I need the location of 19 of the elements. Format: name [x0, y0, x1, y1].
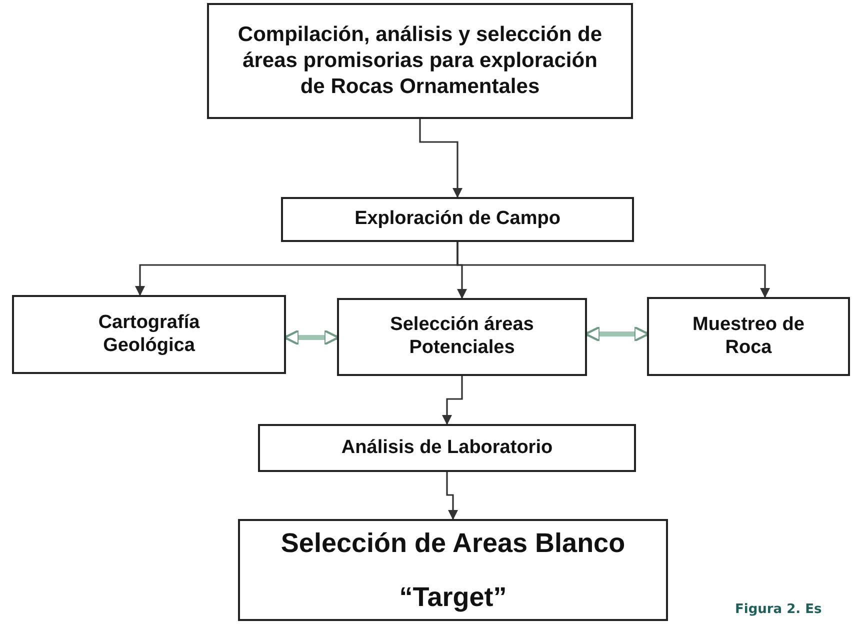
process-box	[258, 424, 636, 472]
box-label: Selección de Areas Blanco “Target”	[280, 527, 626, 614]
box-label: Exploración de Campo	[354, 208, 560, 231]
arrow	[419, 119, 462, 198]
process-box	[207, 3, 633, 119]
process-box	[281, 197, 634, 242]
arrow	[456, 242, 770, 298]
process-box	[647, 297, 850, 376]
figure-caption: Figura 2. Es	[735, 602, 822, 617]
box-label: Compilación, análisis y selección de áreas promisorias para exploración de Rocas Ornamentales	[236, 22, 604, 100]
box-label: Selección áreas Potenciales	[389, 314, 535, 360]
box-label: Cartografía Geológica	[97, 312, 201, 358]
box-label: Muestreo de Roca	[692, 314, 806, 360]
process-box	[12, 295, 286, 374]
arrow	[446, 472, 458, 520]
process-box	[337, 298, 587, 376]
process-box	[238, 519, 668, 621]
box-label: Análisis de Laboratorio	[341, 436, 553, 460]
arrow	[442, 376, 463, 425]
